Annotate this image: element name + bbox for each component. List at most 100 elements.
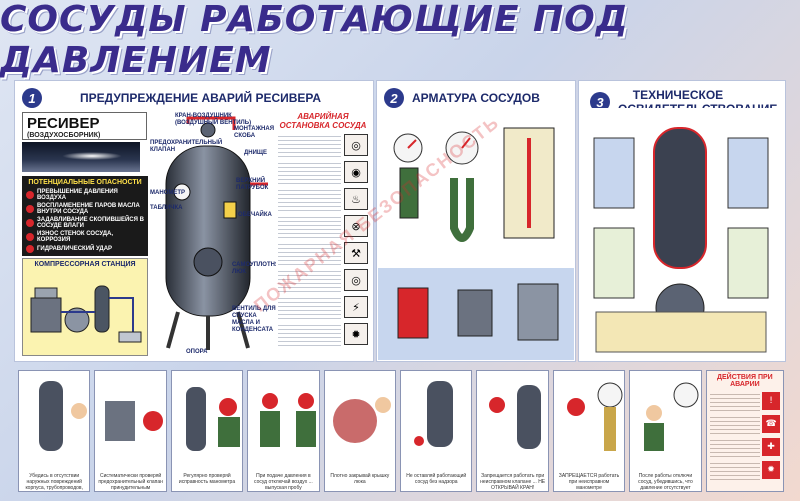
warning-icon: ! <box>762 392 781 410</box>
label-shell: ОБЕЧАЙКА <box>238 212 272 218</box>
potential-dangers: ПОТЕНЦИАЛЬНЫЕ ОПАСНОСТИ ПРЕВЫШЕНИЕ ДАВЛЕ… <box>22 176 148 256</box>
danger-item: ЗАДАВЛИВАНИЕ СКОПИВШЕЙСЯ В СОСУДЕ ВЛАГИ <box>26 217 144 229</box>
vessel-drawing <box>165 116 268 350</box>
gauge-icon: ◎ <box>344 269 368 291</box>
strip-card: Плотно закрывай крышку люка <box>323 370 397 492</box>
strip-caption: Плотно закрывай крышку люка <box>330 473 390 485</box>
section-title: АРМАТУРА СОСУДОВ <box>412 91 540 105</box>
strip-caption: Регулярно проверяй исправность манометра <box>178 473 236 485</box>
strip-card: Убедись в отсутствии наружных повреждени… <box>18 370 91 492</box>
section-number: 2 <box>384 88 404 108</box>
strip-caption: ЗАПРЕЩАЕТСЯ работать при неисправном ман… <box>558 473 620 491</box>
strip-caption: Не оставляй работающий сосуд без надзора <box>406 473 467 485</box>
emergency-actions: ДЕЙСТВИЯ ПРИ АВАРИИ ! ☎ ✚ ✹ <box>705 370 785 492</box>
strip-card: При подаче давления в сосуд отключай воз… <box>247 370 320 492</box>
vessel-inspection-illustration <box>39 381 87 451</box>
section-number: 3 <box>590 92 610 112</box>
label-mount: МОНТАЖНАЯ СКОБА <box>234 126 275 139</box>
strip-card: Запрещается работать при неисправном кла… <box>476 370 549 492</box>
dangers-heading: ПОТЕНЦИАЛЬНЫЕ ОПАСНОСТИ <box>28 179 142 186</box>
danger-bullet-icon <box>26 205 34 213</box>
strip-card: ЗАПРЕЩАЕТСЯ работать при неисправном ман… <box>552 370 626 492</box>
receiver-title-box: РЕСИВЕР (ВОЗДУХОСБОРНИК) <box>22 112 147 140</box>
inspection-diagram <box>584 108 778 360</box>
stop-item: ♨ <box>278 187 368 211</box>
inspection-illustrations <box>584 108 778 360</box>
medical-icon: ✚ <box>762 438 781 456</box>
danger-bullet-icon <box>26 245 34 253</box>
section-title: ПРЕДУПРЕЖДЕНИЕ АВАРИЙ РЕСИВЕРА <box>80 91 322 105</box>
action-item: ! <box>709 391 781 411</box>
receiver-photo <box>22 142 140 172</box>
action-item: ✹ <box>709 460 781 480</box>
label-drain: ВЕНТИЛЬ ДЛЯ СПУСКА МАСЛА И КОНДЕНСАТА <box>232 306 276 333</box>
stop-item: ⚡ <box>278 295 368 319</box>
label-crane: КРАН-ВОЗДУШНИК (ВОЗДУШНЫЙ ВЕНТИЛЬ) <box>175 113 252 126</box>
stop-item: ⚒ <box>278 241 368 265</box>
danger-bullet-icon <box>26 219 34 227</box>
faulty-valve-illustration <box>489 385 542 449</box>
compressor-station-title: КОМПРЕССОРНАЯ СТАНЦИЯ <box>34 261 136 268</box>
label-lug: САМОУПЛОТНЯЮЩИЙСЯ ЛЮК <box>232 262 309 275</box>
strip-caption: Запрещается работать при неисправном кла… <box>480 473 546 491</box>
action-item: ☎ <box>709 414 781 434</box>
faulty-manometer-illustration <box>566 382 623 451</box>
receiver-vessel <box>148 112 274 360</box>
valve-icon: ⊗ <box>344 215 368 237</box>
fittings-illustrations <box>378 108 574 360</box>
danger-bullet-icon <box>26 233 34 241</box>
poster-title-bar: СОСУДЫ РАБОТАЮЩИЕ ПОД ДАВЛЕНИЕМ <box>0 0 800 81</box>
unattended-vessel-illustration <box>414 381 454 447</box>
pressure-feed-illustration <box>260 393 317 447</box>
strip-caption: Убедись в отсутствии наружных повреждени… <box>25 473 83 491</box>
fittings-diagram <box>378 108 574 360</box>
poster-title: СОСУДЫ РАБОТАЮЩИЕ ПОД ДАВЛЕНИЕМ <box>0 0 629 81</box>
strip-caption: Систематически проверяй предохранительны… <box>98 473 163 491</box>
strip-card: Регулярно проверяй исправность манометра <box>170 370 244 492</box>
label-bottom: ДНИЩЕ <box>244 150 268 156</box>
stop-item: ⊗ <box>278 214 368 238</box>
action-item: ✚ <box>709 437 781 457</box>
crack-icon: ⚡ <box>344 296 368 318</box>
label-plate: ТАБЛИЧКА <box>150 205 183 211</box>
strip-caption: При подаче давления в сосуд отключай воз… <box>254 473 313 491</box>
section-number: 1 <box>22 88 42 108</box>
gauge-icon: ◎ <box>344 134 368 156</box>
tool-icon: ⚒ <box>344 242 368 264</box>
section-2-heading: 2 АРМАТУРА СОСУДОВ <box>384 88 540 108</box>
danger-item: ГИДРАВЛИЧЕСКИЙ УДАР <box>26 245 144 253</box>
compressor-diagram <box>30 285 142 343</box>
emergency-actions-heading: ДЕЙСТВИЯ ПРИ АВАРИИ <box>717 374 773 388</box>
stop-item: ◉ <box>278 160 368 184</box>
emergency-stop: АВАРИЙНАЯ ОСТАНОВКА СОСУДА ◎ ◉ ♨ ⊗ ⚒ ◎ ⚡… <box>276 112 370 360</box>
receiver-title: РЕСИВЕР <box>27 115 100 132</box>
gauge-icon: ◉ <box>344 161 368 183</box>
compressor-station: КОМПРЕССОРНАЯ СТАНЦИЯ <box>22 258 148 356</box>
safety-strip: Убедись в отсутствии наружных повреждени… <box>18 370 785 492</box>
stop-item: ◎ <box>278 268 368 292</box>
phone-icon: ☎ <box>762 415 781 433</box>
fire-icon: ✹ <box>762 461 781 479</box>
receiver-subtitle: (ВОЗДУХОСБОРНИК) <box>27 132 101 139</box>
shutdown-illustration <box>644 382 699 451</box>
section-1-heading: 1 ПРЕДУПРЕЖДЕНИЕ АВАРИЙ РЕСИВЕРА <box>22 88 321 108</box>
label-support: ОПОРА <box>186 349 208 355</box>
stop-item: ✹ <box>278 322 368 346</box>
danger-item: ИЗНОС СТЕНОК СОСУДА, КОРРОЗИЯ <box>26 231 144 243</box>
label-hatch: ВЕРХНИЙ ПАТРУБОК <box>236 178 269 191</box>
strip-caption: После работы отключи сосуд, убедившись, … <box>638 473 693 491</box>
danger-item: ПРЕВЫШЕНИЕ ДАВЛЕНИЯ ВОЗДУХА <box>26 189 144 201</box>
hatch-close-illustration <box>332 397 391 443</box>
flame-icon: ♨ <box>344 188 368 210</box>
fire-icon: ✹ <box>344 323 368 345</box>
valve-check-illustration <box>105 401 164 441</box>
danger-bullet-icon <box>26 191 34 199</box>
label-manometer: МАНОМЕТР <box>150 190 185 196</box>
strip-card: После работы отключи сосуд, убедившись, … <box>629 370 702 492</box>
manometer-check-illustration <box>185 387 240 451</box>
label-valve: ПРЕДОХРАНИТЕЛЬНЫЙ КЛАПАН <box>150 140 223 153</box>
strip-card: Не оставляй работающий сосуд без надзора <box>400 370 473 492</box>
stop-item: ◎ <box>278 133 368 157</box>
emergency-stop-heading: АВАРИЙНАЯ ОСТАНОВКА СОСУДА <box>279 112 367 130</box>
danger-item: ВОСПЛАМЕНЕНИЕ ПАРОВ МАСЛА ВНУТРИ СОСУДА <box>26 203 144 215</box>
